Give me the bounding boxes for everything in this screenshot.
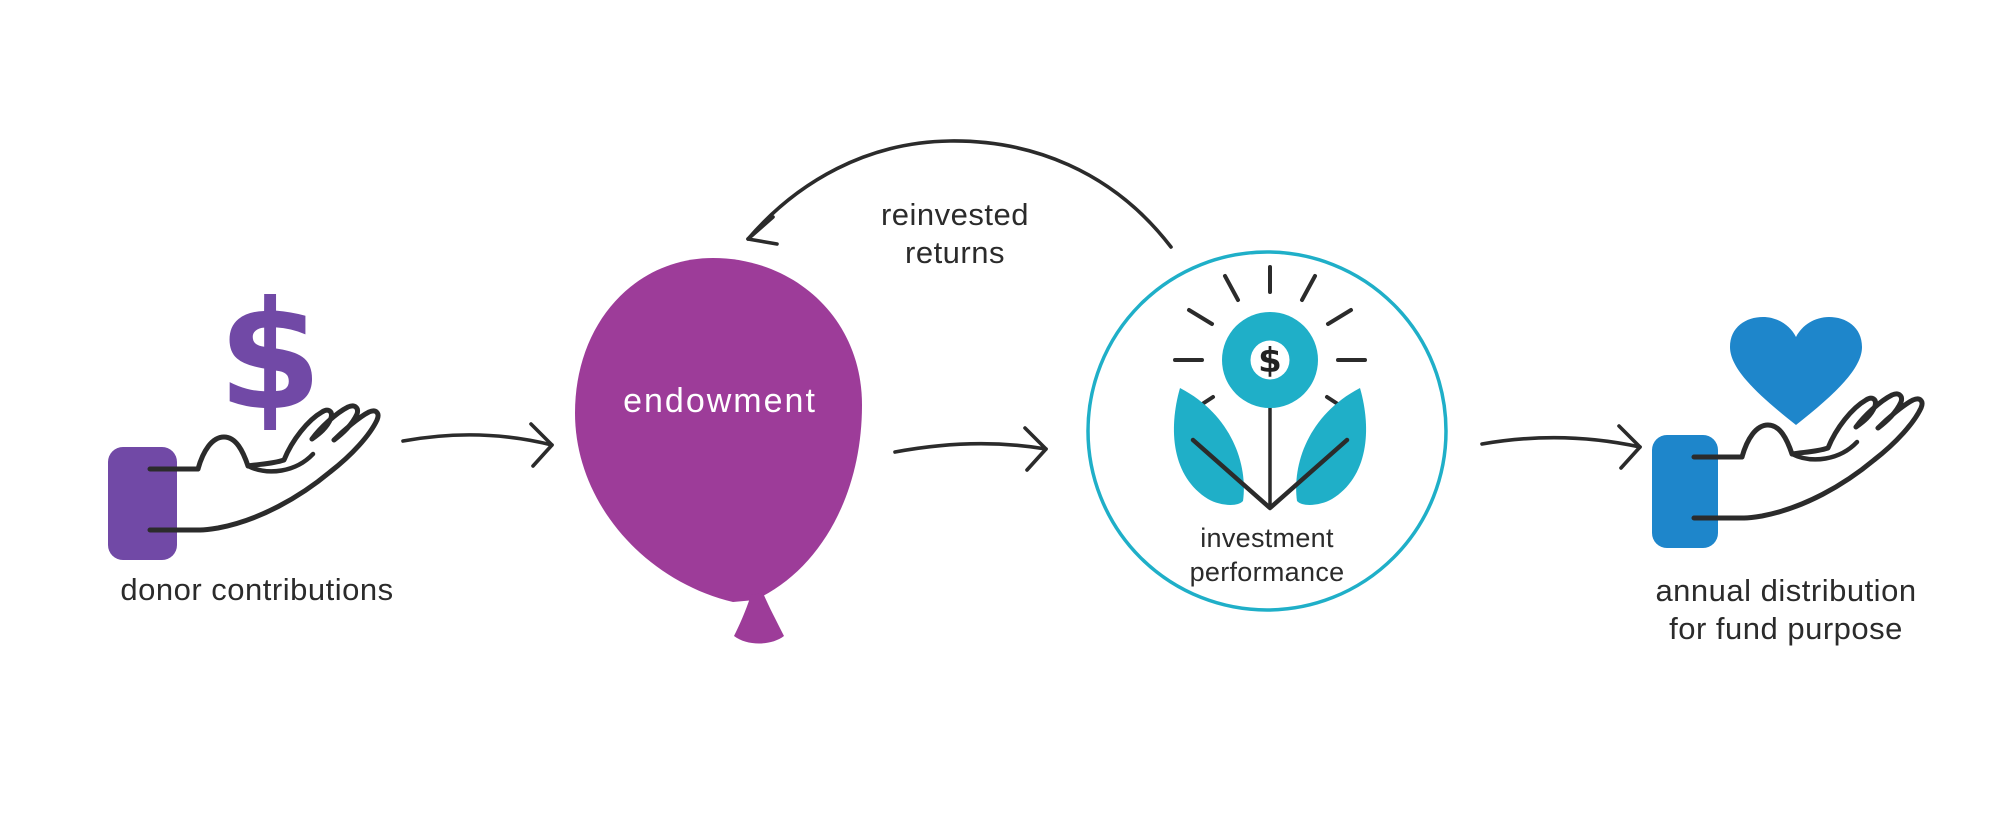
distribution-label: annual distribution for fund purpose (1655, 573, 1917, 646)
balloon-body (575, 258, 862, 602)
dollar-sign: $ (218, 270, 322, 444)
balloon-knot (734, 593, 784, 644)
arrow-endowment-to-investment (893, 426, 1048, 472)
sleeve-shape (108, 447, 177, 560)
investment-label: investment performance (1189, 523, 1345, 587)
coin-center (1250, 340, 1290, 380)
arrow-donor-to-endowment (401, 422, 554, 468)
arrow-investment-to-distribution (1480, 424, 1642, 470)
sleeve-shape (1652, 435, 1718, 548)
heart-shape (1730, 317, 1862, 425)
endowment-label: endowment (623, 382, 817, 420)
palm-line (1789, 439, 1860, 462)
leaf-vein-lines (1190, 437, 1350, 511)
wrist-lines (1691, 454, 1747, 521)
wrist-lines (147, 466, 203, 533)
donor-label: donor contributions (120, 572, 394, 607)
hand-heart-icon (1652, 317, 1925, 548)
coin-dollar-sign: $ (1258, 341, 1282, 381)
leaf-left (1173, 388, 1244, 505)
arrow-reinvested-returns (746, 139, 1173, 249)
leaf-right (1296, 388, 1367, 505)
balloon-icon (575, 258, 862, 644)
outer-circle (1086, 250, 1448, 612)
hand-dollar-icon: $ (108, 270, 381, 560)
palm-line (245, 451, 316, 474)
investment-performance-icon: $ (1086, 250, 1448, 612)
reinvested-returns-label: reinvested returns (880, 197, 1030, 270)
